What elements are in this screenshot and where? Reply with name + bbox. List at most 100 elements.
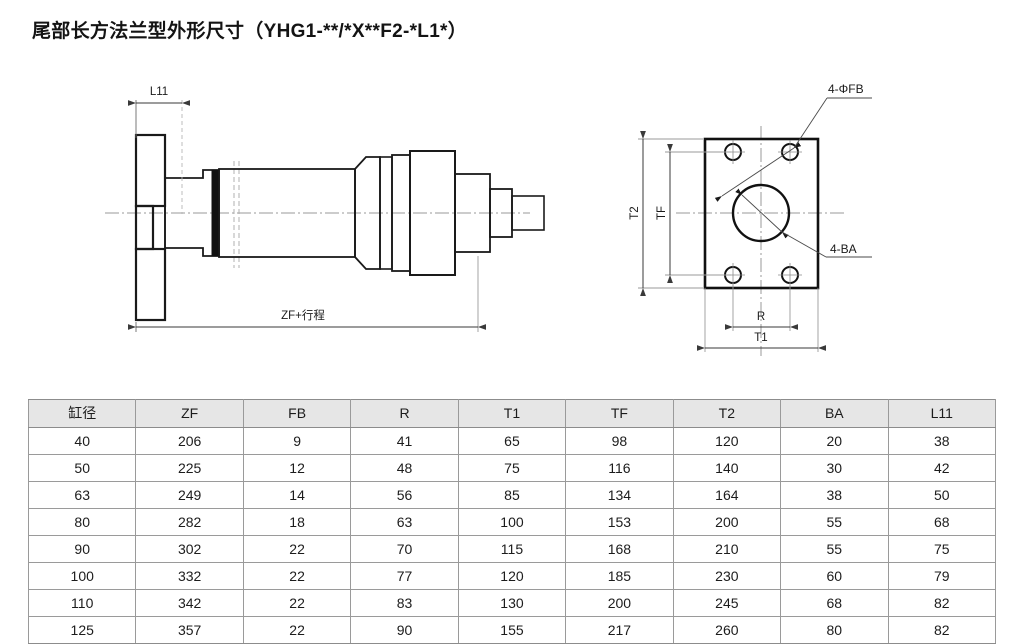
- flange-plate-lower: [134, 247, 167, 322]
- table-header-cell: 缸径: [27, 399, 137, 428]
- table-cell: 282: [135, 508, 244, 536]
- table-cell: 9: [242, 427, 352, 455]
- table-header-cell: ZF: [135, 399, 244, 428]
- table-cell: 115: [457, 535, 567, 563]
- technical-drawing-svg: L11 ZF+行程: [105, 82, 872, 356]
- table-cell: 22: [242, 535, 352, 563]
- table-cell: 120: [672, 427, 782, 455]
- table-cell: 332: [135, 562, 244, 590]
- table-header-cell: L11: [887, 399, 996, 428]
- table-cell: 260: [672, 616, 782, 644]
- table-cell: 357: [135, 616, 244, 644]
- table-cell: 210: [672, 535, 782, 563]
- page-title: 尾部长方法兰型外形尺寸（YHG1-**/*X**F2-*L1*）: [32, 21, 468, 42]
- table-cell: 56: [350, 481, 459, 509]
- table-cell: 83: [350, 589, 459, 617]
- dim-label-t1: T1: [754, 332, 767, 344]
- dim-label-tf: TF: [656, 206, 668, 220]
- table-cell: 20: [780, 427, 889, 455]
- table-cell: 120: [457, 562, 567, 590]
- table-cell: 75: [887, 535, 996, 563]
- table-cell: 200: [672, 508, 782, 536]
- table-cell: 217: [565, 616, 674, 644]
- table-cell: 18: [242, 508, 352, 536]
- dim-label-r: R: [757, 311, 765, 323]
- table-cell: 153: [565, 508, 674, 536]
- table-body: 40 206 9 41 65 98 120 20 38 50 225 12 48…: [27, 427, 996, 644]
- table-cell: 98: [565, 427, 674, 455]
- table-cell: 85: [457, 481, 567, 509]
- table-cell: 82: [887, 616, 996, 644]
- table-header-row: 缸径 ZF FB R T1 TF T2 BA L11: [27, 399, 996, 428]
- table-header-cell: TF: [565, 399, 674, 428]
- table-cell: 70: [350, 535, 459, 563]
- table-cell: 225: [135, 454, 244, 482]
- table-row: 100 332 22 77 120 185 230 60 79: [27, 562, 996, 590]
- table-cell: 164: [672, 481, 782, 509]
- table-cell: 168: [565, 535, 674, 563]
- table-cell: 40: [27, 427, 137, 455]
- table-cell: 100: [27, 562, 137, 590]
- table-cell: 48: [350, 454, 459, 482]
- table-cell: 68: [780, 589, 889, 617]
- cylinder-side-section-view: L11 ZF+行程: [105, 86, 545, 332]
- table-header-cell: FB: [242, 399, 352, 428]
- table-cell: 30: [780, 454, 889, 482]
- table-row: 80 282 18 63 100 153 200 55 68: [27, 508, 996, 536]
- table-cell: 22: [242, 562, 352, 590]
- table-cell: 125: [27, 616, 137, 644]
- callout-fb-leader-tail: [793, 97, 828, 149]
- flange-plate-mid-left: [134, 204, 155, 251]
- table-cell: 38: [780, 481, 889, 509]
- flange-front-view: 4-ΦFB 4-BA T2 TF R T1: [629, 82, 872, 356]
- callout-fb-leader-line: [714, 142, 802, 202]
- piston-rod-step-3: [511, 195, 545, 231]
- table-cell: 155: [457, 616, 567, 644]
- flange-plate-upper: [134, 133, 167, 208]
- table-cell: 63: [27, 481, 137, 509]
- table-header-cell: T1: [457, 399, 567, 428]
- table-cell: 342: [135, 589, 244, 617]
- table-cell: 245: [672, 589, 782, 617]
- table-cell: 80: [780, 616, 889, 644]
- flange-plate-outline: [703, 137, 820, 290]
- table-cell: 60: [780, 562, 889, 590]
- table-cell: 80: [27, 508, 137, 536]
- table-cell: 100: [457, 508, 567, 536]
- table-cell: 82: [887, 589, 996, 617]
- table-header-cell: T2: [672, 399, 782, 428]
- dim-label-t2: T2: [629, 206, 641, 219]
- callout-label-4-ba: 4-BA: [830, 242, 857, 256]
- table-cell: 12: [242, 454, 352, 482]
- table-cell: 206: [135, 427, 244, 455]
- table-cell: 22: [242, 616, 352, 644]
- table-cell: 42: [887, 454, 996, 482]
- table-cell: 200: [565, 589, 674, 617]
- spec-table-container: 缸径 ZF FB R T1 TF T2 BA L11 40 206 9 41 6…: [27, 399, 996, 644]
- callout-ba-leader-tail: [781, 231, 827, 258]
- table-cell: 14: [242, 481, 352, 509]
- table-cell: 50: [887, 481, 996, 509]
- table-row: 63 249 14 56 85 134 164 38 50: [27, 481, 996, 509]
- table-cell: 130: [457, 589, 567, 617]
- table-cell: 77: [350, 562, 459, 590]
- table-cell: 134: [565, 481, 674, 509]
- table-cell: 249: [135, 481, 244, 509]
- table-cell: 41: [350, 427, 459, 455]
- table-header-cell: BA: [780, 399, 889, 428]
- table-cell: 55: [780, 535, 889, 563]
- table-cell: 90: [27, 535, 137, 563]
- callout-label-4-phi-fb: 4-ΦFB: [828, 82, 864, 96]
- table-cell: 50: [27, 454, 137, 482]
- table-cell: 79: [887, 562, 996, 590]
- flange-plate-mid-right: [152, 205, 166, 250]
- table-row: 40 206 9 41 65 98 120 20 38: [27, 427, 996, 455]
- table-cell: 55: [780, 508, 889, 536]
- table-cell: 68: [887, 508, 996, 536]
- callout-ba-leader-line: [735, 188, 789, 239]
- table-header-cell: R: [350, 399, 459, 428]
- table-cell: 302: [135, 535, 244, 563]
- spec-table: 缸径 ZF FB R T1 TF T2 BA L11 40 206 9 41 6…: [27, 399, 996, 644]
- dim-label-zf-stroke: ZF+行程: [281, 309, 325, 322]
- dim-label-l11: L11: [150, 86, 168, 98]
